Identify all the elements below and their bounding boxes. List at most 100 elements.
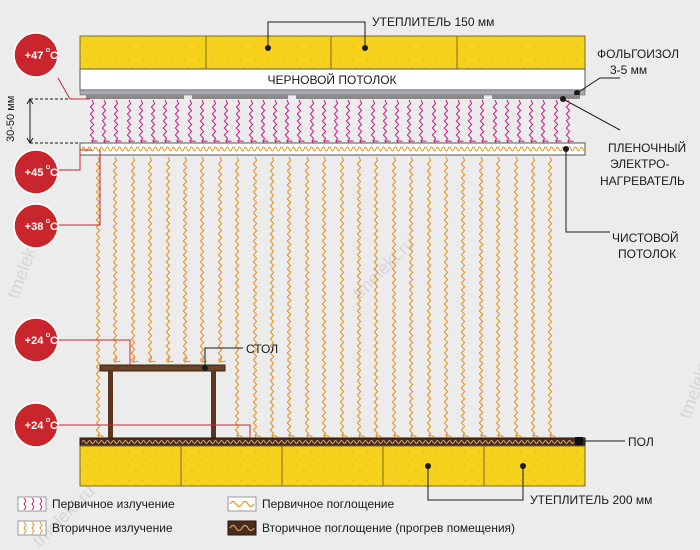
secondary-radiation-arrow bbox=[304, 156, 308, 435]
legend-primary-radiation: Первичное излучение bbox=[17, 496, 175, 512]
foil-label-line1: ФОЛЬГОИЗОЛ bbox=[597, 47, 679, 61]
finish-ceiling-label-line1: ЧИСТОВОЙ bbox=[612, 230, 679, 245]
temp-circle-3: +38 C bbox=[13, 203, 59, 249]
temp-value-3: +38 bbox=[25, 221, 44, 233]
primary-radiation-arrow bbox=[516, 99, 520, 141]
temp-unit-5: C bbox=[50, 420, 58, 432]
temp-circle-1: +47 C bbox=[13, 32, 59, 78]
secondary-radiation-arrow bbox=[513, 156, 517, 435]
primary-radiation-arrow bbox=[455, 99, 459, 141]
primary-radiation-arrow bbox=[284, 99, 288, 141]
primary-radiation-arrow bbox=[89, 99, 93, 141]
rough-ceiling-label: ЧЕРНОВОЙ ПОТОЛОК bbox=[267, 72, 396, 87]
bottom-insulation bbox=[79, 445, 586, 501]
temp-value-5: +24 bbox=[25, 420, 45, 432]
legend-label-1: Первичное излучение bbox=[52, 497, 175, 511]
secondary-radiation-arrow bbox=[130, 156, 134, 362]
secondary-radiation-arrow bbox=[147, 156, 151, 362]
secondary-radiation-arrow bbox=[95, 156, 99, 435]
heater-film bbox=[86, 95, 580, 99]
temp-circle-4: +24 C bbox=[13, 317, 59, 363]
legend-primary-absorption: Первичное поглощение bbox=[227, 496, 394, 512]
primary-radiation-arrow bbox=[333, 99, 337, 141]
primary-radiation-arrow bbox=[309, 99, 313, 141]
secondary-radiation-arrow bbox=[478, 156, 482, 435]
secondary-radiation-arrow bbox=[234, 156, 238, 435]
primary-radiation-arrow bbox=[248, 99, 252, 141]
watermark-right: tmelekt.ru bbox=[675, 340, 700, 421]
floor bbox=[79, 437, 586, 447]
table-label: СТОЛ bbox=[246, 342, 278, 356]
legend-label-4: Вторичное поглощение (прогрев помещения) bbox=[262, 521, 515, 535]
temp-circle-5: +24 C bbox=[13, 402, 59, 448]
top-insulation-label: УТЕПЛИТЕЛЬ 150 мм bbox=[372, 15, 494, 29]
table bbox=[99, 364, 226, 438]
primary-radiation-arrow bbox=[260, 99, 264, 141]
primary-radiation-arrow bbox=[382, 99, 386, 141]
temp-value-2: +45 bbox=[25, 167, 44, 179]
primary-radiation-arrow bbox=[272, 99, 276, 141]
primary-radiation-arrows bbox=[89, 99, 569, 141]
secondary-radiation-arrow bbox=[286, 156, 290, 435]
primary-radiation-arrow bbox=[199, 99, 203, 141]
secondary-radiation-arrow bbox=[547, 156, 551, 435]
primary-radiation-arrow bbox=[528, 99, 532, 141]
primary-radiation-arrow bbox=[357, 99, 361, 141]
primary-radiation-arrow bbox=[418, 99, 422, 141]
primary-radiation-arrow bbox=[150, 99, 154, 141]
secondary-radiation-arrow bbox=[443, 156, 447, 435]
gap-dimension bbox=[26, 98, 80, 144]
secondary-radiation-arrow bbox=[321, 156, 325, 435]
primary-radiation-arrow bbox=[370, 99, 374, 141]
secondary-radiation-arrow bbox=[460, 156, 464, 435]
temp-value-4: +24 bbox=[25, 335, 45, 347]
primary-radiation-arrow bbox=[467, 99, 471, 141]
primary-radiation-arrow bbox=[345, 99, 349, 141]
primary-radiation-arrow bbox=[553, 99, 557, 141]
secondary-radiation-arrow bbox=[112, 156, 116, 362]
secondary-radiation-arrow bbox=[391, 156, 395, 435]
floor-label: ПОЛ bbox=[628, 435, 654, 449]
secondary-radiation-arrow bbox=[217, 156, 221, 362]
secondary-radiation-arrow bbox=[199, 156, 203, 362]
temp-unit-2: C bbox=[50, 167, 58, 179]
secondary-radiation-arrow bbox=[339, 156, 343, 435]
secondary-radiation-arrow bbox=[356, 156, 360, 435]
primary-radiation-arrow bbox=[113, 99, 117, 141]
primary-radiation-arrow bbox=[321, 99, 325, 141]
secondary-radiation-arrow bbox=[373, 156, 377, 435]
heater-label-line3: НАГРЕВАТЕЛЬ bbox=[600, 174, 685, 188]
secondary-radiation-arrow bbox=[269, 156, 273, 435]
top-insulation bbox=[79, 21, 586, 70]
temp-unit-1: C bbox=[50, 50, 58, 62]
primary-radiation-arrow bbox=[296, 99, 300, 141]
legend-label-3: Первичное поглощение bbox=[262, 497, 394, 511]
primary-radiation-arrow bbox=[138, 99, 142, 141]
secondary-radiation-arrows bbox=[95, 156, 551, 435]
primary-radiation-arrow bbox=[504, 99, 508, 141]
temp-unit-3: C bbox=[50, 221, 58, 233]
gap-label: 30-50 мм bbox=[5, 96, 17, 142]
primary-radiation-arrow bbox=[187, 99, 191, 141]
legend: Первичное излучение Вторичное излучение … bbox=[17, 496, 515, 536]
primary-radiation-arrow bbox=[565, 99, 569, 141]
foil-layer bbox=[79, 89, 586, 96]
primary-radiation-arrow bbox=[540, 99, 544, 141]
legend-label-2: Вторичное излучение bbox=[52, 521, 173, 535]
legend-secondary-radiation: Вторичное излучение bbox=[17, 520, 173, 536]
watermark-bottom: tmelekt.ru bbox=[29, 481, 99, 550]
temp-circle-2: +45 C bbox=[13, 149, 59, 195]
primary-radiation-arrow bbox=[443, 99, 447, 141]
secondary-radiation-arrow bbox=[252, 156, 256, 435]
secondary-radiation-arrow bbox=[530, 156, 534, 435]
heater-label-line2: ЭЛЕКТРО- bbox=[610, 157, 670, 171]
heater-label-line1: ПЛЕНОЧНЫЙ bbox=[608, 140, 686, 155]
secondary-radiation-arrow bbox=[495, 156, 499, 435]
primary-radiation-arrow bbox=[492, 99, 496, 141]
primary-radiation-arrow bbox=[223, 99, 227, 141]
primary-radiation-arrow bbox=[101, 99, 105, 141]
temperature-leaders bbox=[57, 77, 251, 438]
bottom-insulation-label: УТЕПЛИТЕЛЬ 200 мм bbox=[530, 493, 652, 507]
finish-ceiling bbox=[79, 142, 587, 156]
